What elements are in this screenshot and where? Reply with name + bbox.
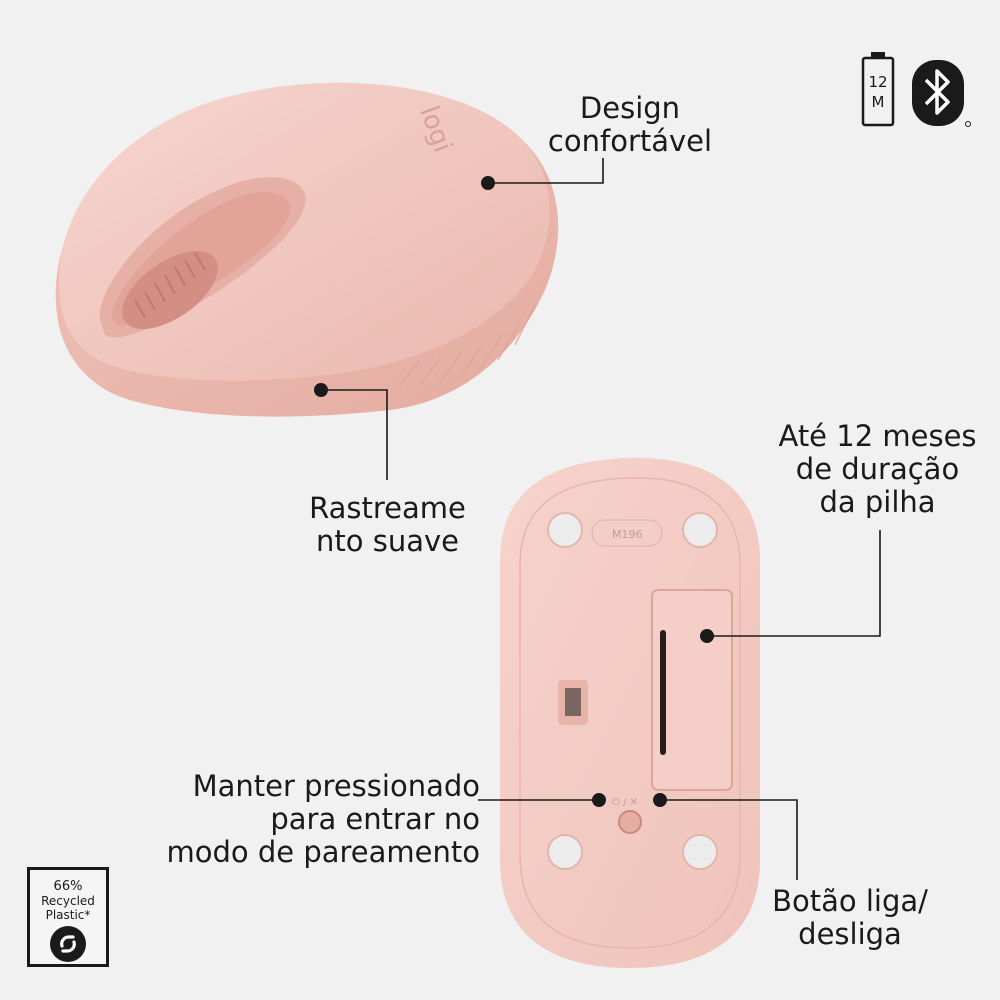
battery-icon <box>861 52 895 127</box>
label-tracking: Rastreame nto suave <box>309 491 466 558</box>
battery-months: 12 M <box>868 73 888 111</box>
bluetooth-icon <box>912 60 971 127</box>
recycled-plastic-badge: 66% Recycled Plastic* <box>27 867 109 967</box>
model-text: M196 <box>612 528 643 541</box>
mouse-top-view: logi <box>55 82 559 417</box>
callout-dots <box>314 176 714 807</box>
mouse-bottom-view: M196 ⏻ / ✕ <box>500 457 760 968</box>
scroll-wheel <box>122 250 218 330</box>
label-pairing: Manter pressionado para entrar no modo d… <box>166 769 481 869</box>
label-power: Botão liga/ desliga <box>772 884 928 951</box>
svg-text:⏻ / ✕: ⏻ / ✕ <box>612 797 638 808</box>
recycle-icon <box>50 926 86 962</box>
power-switch <box>618 810 642 834</box>
callout-lines <box>321 158 881 880</box>
label-battery-life: Até 12 meses de duração da pilha <box>778 419 977 519</box>
label-design: Design confortável <box>547 91 713 158</box>
